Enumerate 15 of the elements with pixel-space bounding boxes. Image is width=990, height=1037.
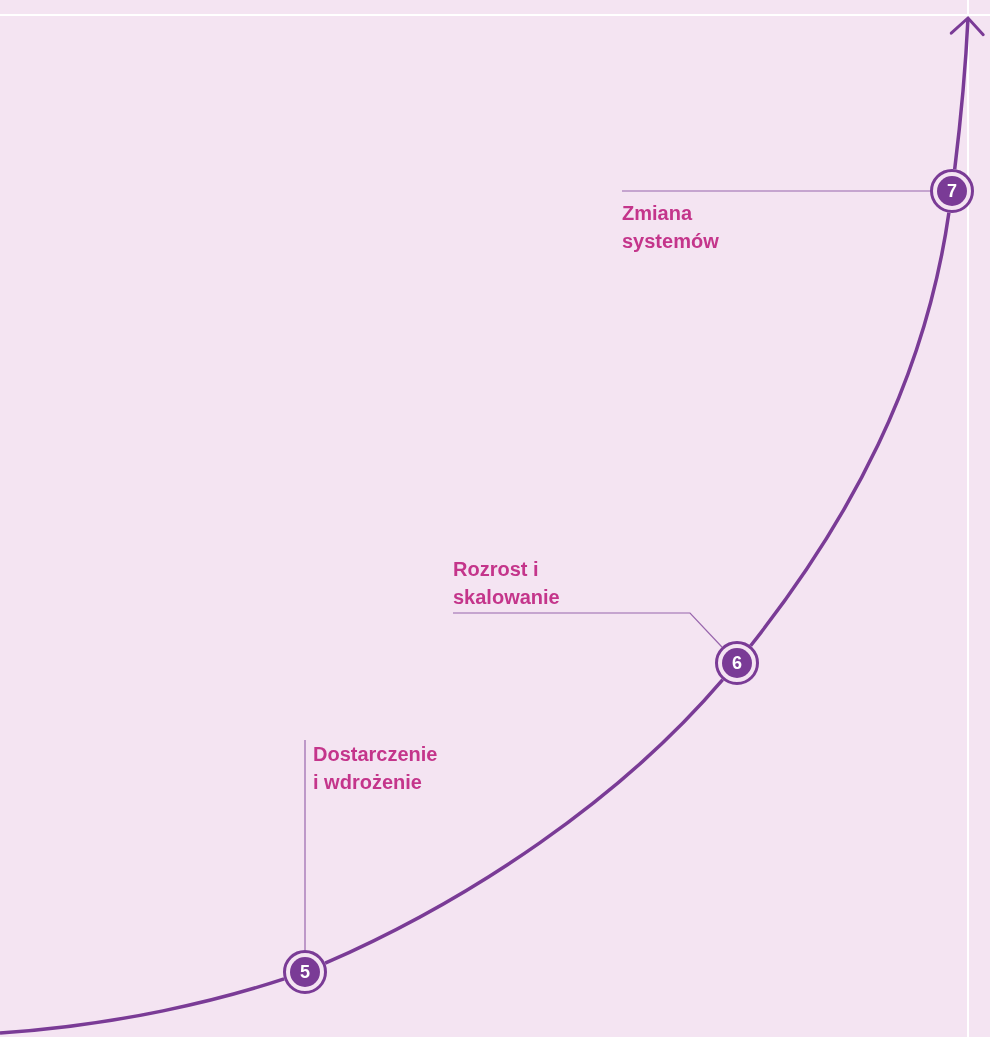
milestone-label: Rozrost i skalowanie	[453, 555, 593, 613]
milestone-label: Dostarczenie i wdrożenie	[305, 740, 445, 796]
step-marker	[930, 169, 974, 213]
step-number: 7	[937, 176, 967, 206]
step-number: 6	[722, 648, 752, 678]
leader-line	[452, 612, 723, 648]
leader-line	[304, 739, 306, 951]
leader-line	[621, 190, 931, 192]
step-number: 5	[290, 957, 320, 987]
step-marker	[715, 641, 759, 685]
milestone-label: Zmiana systemów	[622, 191, 762, 255]
step-marker	[283, 950, 327, 994]
growth-curve	[324, 678, 724, 965]
growth-curve	[949, 16, 985, 170]
growth-curve	[0, 977, 285, 1035]
